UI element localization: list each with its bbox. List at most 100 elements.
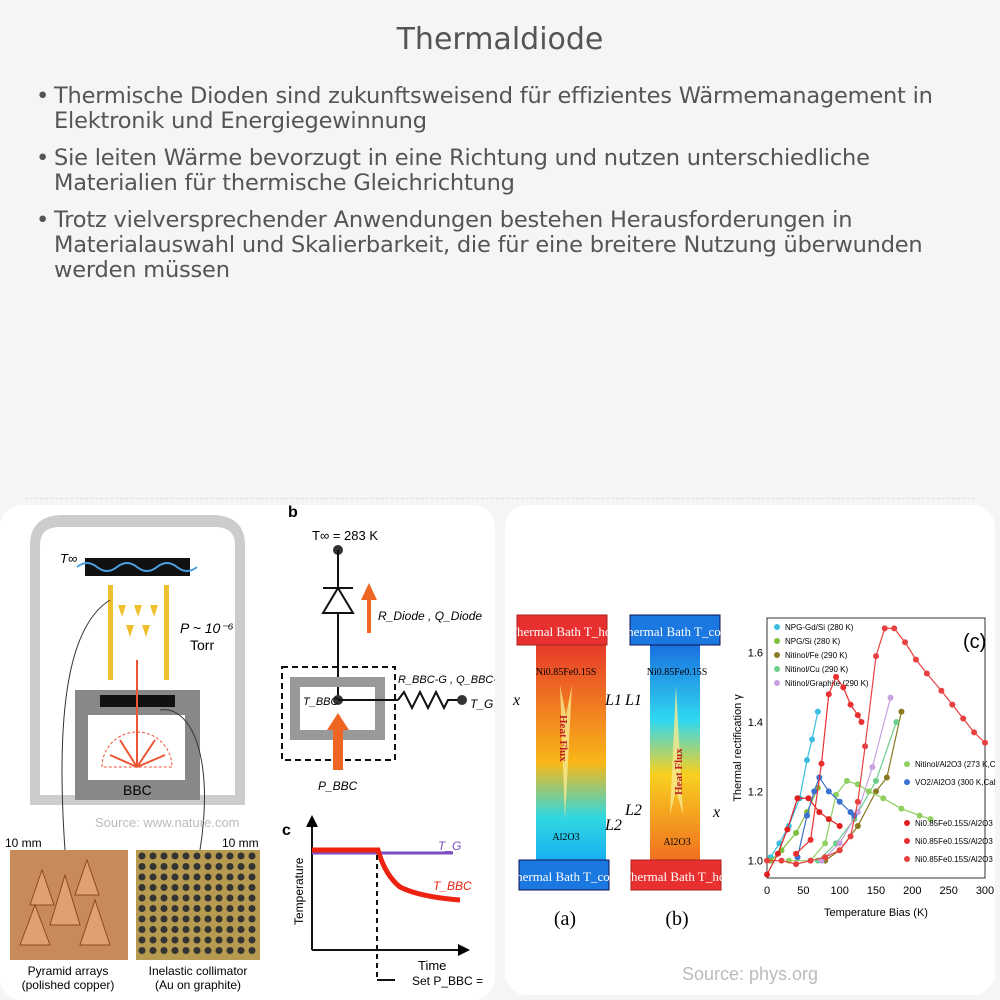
data-point xyxy=(764,871,770,878)
collimator-hole xyxy=(215,936,223,944)
legend-marker xyxy=(774,652,780,658)
data-point xyxy=(793,829,800,836)
collimator-hole xyxy=(237,863,245,870)
data-point xyxy=(822,854,829,861)
data-point xyxy=(847,833,854,840)
collimator-hole xyxy=(160,936,168,944)
data-point xyxy=(793,850,800,857)
collimator-hole xyxy=(171,863,179,870)
collimator-hole xyxy=(237,873,245,881)
legend-entry: Ni0.85Fe0.15S/Al2O3 (285 K) xyxy=(915,819,995,828)
data-point xyxy=(912,656,919,663)
collimator-hole xyxy=(248,873,256,881)
collimator-hole xyxy=(215,884,223,891)
collimator-hole xyxy=(171,936,179,944)
bath-cold-a: Thermal Bath T_cold xyxy=(508,869,620,884)
data-point xyxy=(865,788,872,795)
y-axis-label: Temperature xyxy=(292,857,306,925)
collimator-hole xyxy=(204,905,212,912)
legend-entry: Nitinol/Fe (290 K) xyxy=(785,651,848,660)
collimator-hole xyxy=(204,926,212,933)
collimator-hole xyxy=(149,926,157,933)
collimator-hole xyxy=(226,873,234,881)
collimator-hole xyxy=(149,894,157,902)
collimator-hole xyxy=(160,863,168,870)
collimator-hole xyxy=(160,852,168,860)
data-point xyxy=(825,816,832,823)
collimator-hole xyxy=(160,873,168,881)
collimator-hole xyxy=(248,852,256,860)
legend-marker xyxy=(774,680,780,686)
series-line xyxy=(821,697,892,862)
data-point xyxy=(880,795,887,802)
collimator-hole xyxy=(138,852,146,860)
collimator-hole xyxy=(248,884,256,891)
l2-label-b: L2 xyxy=(624,802,642,819)
collimator-hole xyxy=(237,947,245,954)
caption-right-1: Inelastic collimator xyxy=(149,964,248,978)
material-top-b: Ni0.85Fe0.15S xyxy=(647,667,708,678)
data-point xyxy=(825,691,832,698)
collimator-hole xyxy=(149,852,157,860)
collimator-hole xyxy=(160,926,168,933)
collimator-hole xyxy=(226,884,234,891)
collimator-hole xyxy=(204,894,212,902)
collimator-hole xyxy=(248,947,256,954)
series-line xyxy=(767,627,986,865)
collimator-hole xyxy=(204,873,212,881)
data-point xyxy=(854,712,861,719)
caption-left-1: Pyramid arrays xyxy=(28,964,109,978)
l2-label-a: L2 xyxy=(604,817,622,834)
legend-marker xyxy=(904,838,910,844)
material-bottom-a: Al2O3 xyxy=(552,832,579,843)
collimator-hole xyxy=(193,894,201,902)
p-bbc-label: P_BBC xyxy=(318,779,358,793)
collimator-hole xyxy=(171,894,179,902)
collimator-hole xyxy=(138,863,146,870)
collimator-hole xyxy=(237,926,245,933)
l1-label-a: L1 xyxy=(604,692,622,709)
x-label-b: x xyxy=(712,804,720,821)
collimator-hole xyxy=(149,936,157,944)
series-line xyxy=(788,780,931,862)
collimator-hole xyxy=(215,915,223,923)
collimator-hole xyxy=(171,947,179,954)
data-point xyxy=(836,798,843,805)
collimator-hole xyxy=(248,936,256,944)
scale-right: 10 mm xyxy=(222,836,259,850)
data-point xyxy=(902,639,909,646)
data-point xyxy=(898,708,905,715)
collimator-hole xyxy=(182,863,190,870)
source-label: Source: www.nature.com xyxy=(95,815,240,830)
legend-marker xyxy=(774,638,780,644)
collimator-hole xyxy=(237,905,245,912)
label-a: (a) xyxy=(554,908,576,930)
r-bbcg-label: R_BBC-G , Q_BBC-G xyxy=(398,674,495,686)
data-point xyxy=(840,684,847,691)
collimator-hole xyxy=(182,915,190,923)
collimator-hole xyxy=(182,905,190,912)
data-point xyxy=(854,798,861,805)
bar-a xyxy=(536,645,606,860)
data-point xyxy=(836,840,843,847)
legend-marker xyxy=(904,779,910,786)
data-point xyxy=(825,788,832,795)
collimator-hole xyxy=(171,915,179,923)
data-point xyxy=(778,857,785,864)
legend-entry: Ni0.85Fe0.15S/Al2O3 (250 K) xyxy=(915,837,995,846)
data-point xyxy=(822,840,829,847)
collimator-hole xyxy=(138,947,146,954)
data-point xyxy=(982,739,988,746)
data-point xyxy=(854,823,861,829)
collimator-hole xyxy=(193,905,201,912)
data-point xyxy=(873,777,879,784)
data-point xyxy=(843,777,850,784)
collimator-hole xyxy=(226,852,234,860)
collimator-hole xyxy=(138,905,146,912)
collimator-hole xyxy=(171,905,179,912)
collimator-hole xyxy=(226,936,234,944)
data-point xyxy=(793,861,800,868)
collimator-hole xyxy=(226,915,234,923)
data-point xyxy=(949,701,956,708)
